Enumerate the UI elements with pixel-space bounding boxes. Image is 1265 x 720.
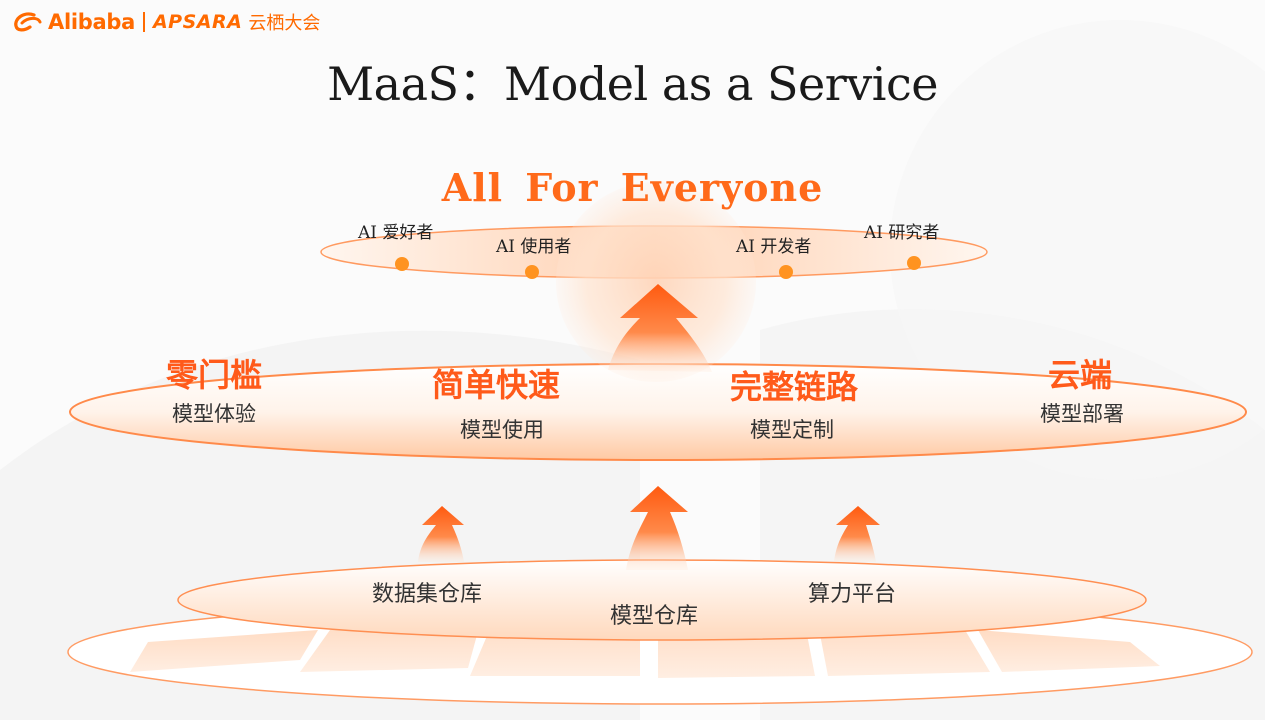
foundation-compute-platform: 算力平台 (808, 582, 897, 607)
user-label-user: AI 使用者 (496, 237, 572, 257)
feature-title-simple-fast: 简单快速 (432, 366, 561, 404)
feature-title-cloud: 云端 (1048, 356, 1113, 394)
feature-subtitle-deployment: 模型部署 (1040, 402, 1124, 426)
feature-title-zero-barrier: 零门槛 (166, 356, 263, 394)
arrow-center (626, 486, 688, 570)
logo-brand: Alibaba (48, 10, 135, 34)
alibaba-swoosh-icon (14, 12, 42, 32)
feature-subtitle-experience: 模型体验 (172, 402, 256, 426)
feature-subtitle-customization: 模型定制 (750, 418, 834, 442)
feature-title-full-pipeline: 完整链路 (730, 368, 859, 406)
foundation-model-hub: 模型仓库 (610, 604, 699, 629)
brand-logo: Alibaba APSARA 云栖大会 (12, 7, 320, 37)
logo-divider (142, 12, 145, 32)
page-title: MaaS：Model as a Service (327, 57, 938, 111)
foundation-dataset-hub: 数据集仓库 (372, 582, 483, 607)
user-dot (395, 257, 409, 271)
feature-subtitle-usage: 模型使用 (460, 418, 544, 442)
user-label-enthusiast: AI 爱好者 (358, 223, 434, 243)
arrow-left (418, 506, 464, 562)
user-dot (907, 256, 921, 270)
user-label-developer: AI 开发者 (736, 237, 812, 257)
user-label-researcher: AI 研究者 (864, 223, 940, 243)
arrow-main (608, 284, 712, 372)
arrow-right (834, 506, 880, 562)
user-dot (525, 265, 539, 279)
logo-product: APSARA (152, 11, 243, 33)
user-dot (779, 265, 793, 279)
tagline: All For Everyone (441, 165, 824, 210)
logo-event: 云栖大会 (248, 13, 321, 34)
